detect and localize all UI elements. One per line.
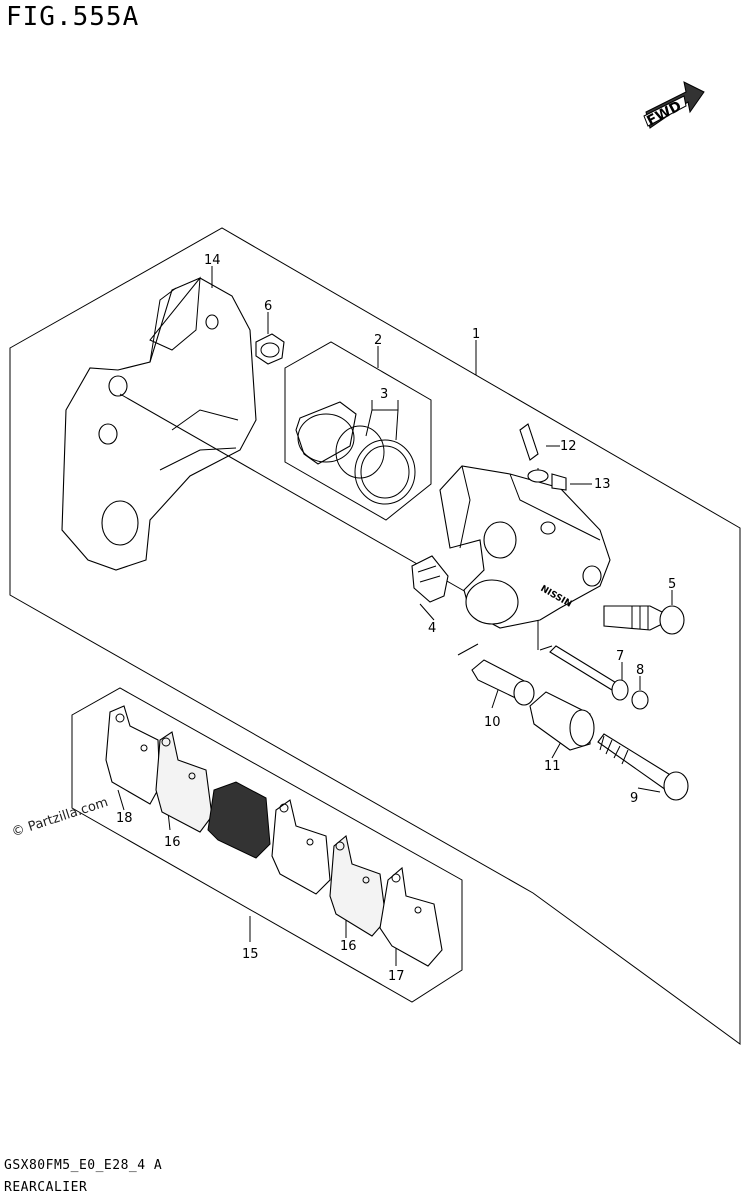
callout-2: 2 bbox=[374, 333, 382, 348]
pad-spring bbox=[411, 555, 449, 603]
boot-11 bbox=[529, 691, 595, 751]
piston-kit-outline bbox=[284, 341, 432, 521]
fwd-arrow-icon: FWD bbox=[643, 81, 705, 130]
callout-8: 8 bbox=[636, 663, 644, 678]
callout-1: 1 bbox=[472, 327, 480, 342]
callout-11: 11 bbox=[544, 759, 561, 774]
pin-bolt-7 bbox=[549, 645, 649, 710]
footer-section-title: REARCALIER bbox=[4, 1180, 88, 1195]
callout-3: 3 bbox=[380, 387, 388, 402]
footer-model-code: GSX80FM5_E0_E28_4 A bbox=[4, 1158, 163, 1173]
callout-6: 6 bbox=[264, 299, 272, 314]
part-6-boot bbox=[255, 333, 285, 365]
callout-5: 5 bbox=[668, 577, 676, 592]
callout-7: 7 bbox=[616, 649, 624, 664]
callout-14: 14 bbox=[204, 253, 221, 268]
sleeve-10 bbox=[471, 659, 535, 706]
bleeder-screw bbox=[519, 423, 567, 491]
brake-pads bbox=[105, 705, 443, 967]
figure-title: FIG.555A bbox=[6, 2, 140, 32]
callout-18: 18 bbox=[116, 811, 133, 826]
callout-16a: 16 bbox=[164, 835, 181, 850]
caliper-assembly-outline bbox=[9, 227, 741, 1045]
callout-15: 15 bbox=[242, 947, 259, 962]
piston-and-seals bbox=[295, 401, 416, 505]
callout-12: 12 bbox=[560, 439, 577, 454]
caliper-body: NISSIN bbox=[439, 465, 611, 629]
callout-10: 10 bbox=[484, 715, 501, 730]
bolt-9 bbox=[597, 733, 689, 801]
callout-16b: 16 bbox=[340, 939, 357, 954]
pin-bolt-5 bbox=[603, 605, 685, 635]
caliper-bracket bbox=[61, 276, 257, 571]
callout-4: 4 bbox=[428, 621, 436, 636]
callout-9: 9 bbox=[630, 791, 638, 806]
pad-kit-outline bbox=[71, 687, 463, 1003]
callout-13: 13 bbox=[594, 477, 611, 492]
callout-17: 17 bbox=[388, 969, 405, 984]
